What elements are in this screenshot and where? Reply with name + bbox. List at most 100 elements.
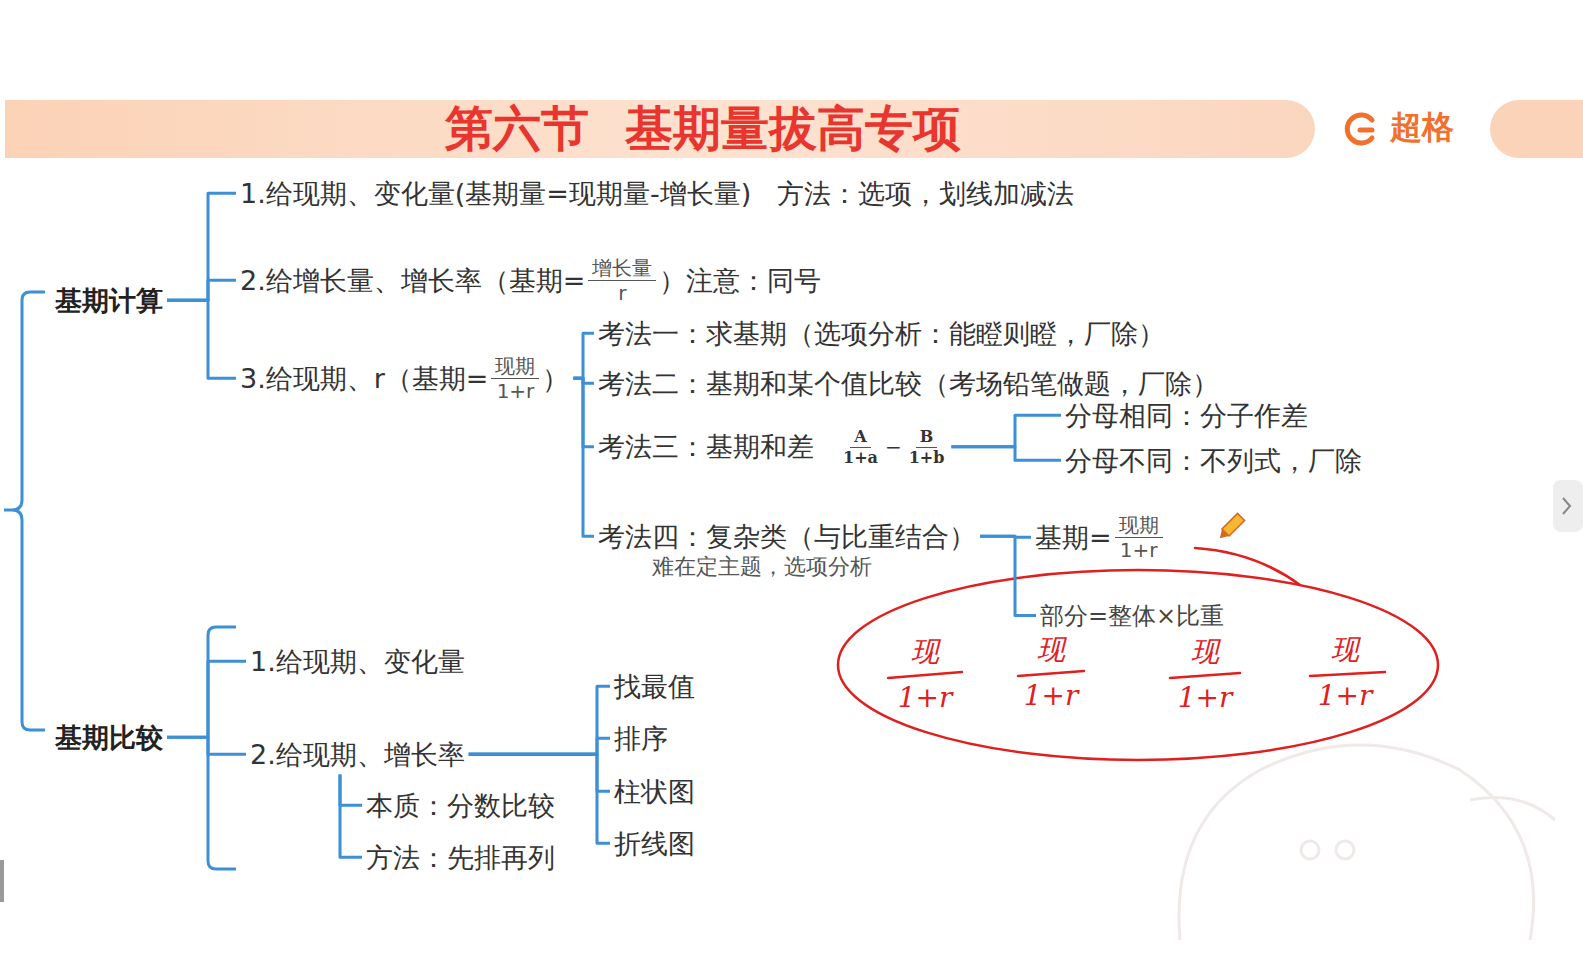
mindmap-node: 基期比较: [55, 719, 163, 754]
numerator: A: [850, 428, 870, 448]
node-text: 找最值: [614, 671, 695, 702]
node-text: 1.给现期、变化量: [250, 646, 465, 677]
fraction-bar: [1170, 673, 1240, 678]
node-text: 基期计算: [55, 285, 163, 316]
mindmap-node: 方法：先排再列: [366, 839, 555, 874]
bracket-connector: [167, 300, 236, 378]
mindmap-node: 考法二：基期和某个值比较（考场铅笔做题，厂除）: [598, 365, 1219, 400]
watermark-body: [1179, 745, 1534, 940]
mindmap-node: 2.给增长量、增长率（基期=增长量r）注意：同号: [240, 257, 821, 304]
mindmap-node: 1.给现期、变化量(基期量=现期量-增长量)方法：选项，划线加减法: [240, 175, 1074, 210]
mindmap-node: 2.给现期、增长率: [250, 736, 465, 771]
mindmap-node: 分母相同：分子作差: [1065, 397, 1308, 432]
bracket-connector: [167, 280, 236, 300]
mindmap-node: 部分=整体×比重: [1040, 599, 1224, 631]
bracket-connector: [951, 415, 1061, 447]
node-text: ）注意：同号: [659, 265, 821, 296]
node-text: 柱状图: [614, 776, 695, 807]
side-tab: [0, 480, 1583, 902]
node-text: 方法：选项，划线加减法: [777, 178, 1074, 209]
mindmap-node: 排序: [614, 720, 668, 755]
mindmap-node: 1.给现期、变化量: [250, 643, 465, 678]
node-text: 基期比较: [55, 722, 163, 753]
watermark-wing: [1470, 798, 1555, 821]
node-text: 折线图: [614, 828, 695, 859]
watermark-eye: [1301, 841, 1319, 859]
node-text: 分母相同：分子作差: [1065, 400, 1308, 431]
fraction-bar: [1310, 672, 1385, 676]
bracket-connector: [469, 754, 610, 791]
numerator: B: [916, 428, 938, 448]
handwritten-note: 1+r: [1318, 679, 1373, 712]
fraction-bar: [888, 672, 962, 678]
handwritten-note: 现: [911, 633, 939, 671]
brand-logo: 超格: [1390, 106, 1454, 150]
bracket-connector: [340, 774, 362, 857]
mindmap-node: 本质：分数比较: [366, 787, 555, 822]
node-text: 方法：先排再列: [366, 842, 555, 873]
bracket-connector: [980, 536, 1036, 615]
operator: −: [885, 435, 902, 459]
handwritten-note: 1+r: [898, 681, 953, 714]
fraction: 现期1+r: [1115, 514, 1163, 561]
denominator: r: [618, 281, 626, 304]
node-text: 考法四：复杂类（与比重结合）: [598, 521, 976, 552]
mindmap-node: 柱状图: [614, 773, 695, 808]
denominator: 1+r: [1120, 538, 1158, 561]
node-text: 部分=整体×比重: [1040, 602, 1224, 630]
mindmap-node: 3.给现期、r（基期=现期1+r）: [240, 355, 569, 402]
fraction: B1+b: [909, 428, 945, 466]
node-text: 2.给增长量、增长率（基期=: [240, 265, 585, 296]
logo-g: [1347, 115, 1372, 143]
denominator: 1+b: [909, 448, 945, 467]
numerator: 增长量: [588, 257, 656, 281]
mindmap-node: 考法一：求基期（选项分析：能瞪则瞪，厂除）: [598, 315, 1165, 350]
node-text: 2.给现期、增长率: [250, 739, 465, 770]
handwritten-note: 现: [1331, 631, 1359, 669]
mindmap-node: 找最值: [614, 668, 695, 703]
bracket-connector: [951, 447, 1061, 460]
logo-icon: [1347, 115, 1372, 143]
mindmap-node: 考法三：基期和差 A1+a−B1+b: [598, 428, 947, 466]
red-stroke: [1195, 548, 1300, 585]
node-text: 分母不同：不列式，厂除: [1065, 445, 1362, 476]
handwriting: [838, 548, 1438, 760]
handwritten-note: 1+r: [1024, 679, 1079, 712]
denominator: 1+r: [497, 379, 535, 402]
node-text: 3.给现期、r（基期=: [240, 363, 488, 394]
handwritten-note: 1+r: [1178, 681, 1233, 714]
fraction: 增长量r: [588, 257, 656, 304]
fraction-bar: [1018, 671, 1084, 676]
pencil-icon: [1216, 513, 1244, 541]
bracket-connector: [469, 738, 610, 754]
root-bracket: [4, 292, 45, 730]
fraction: 现期1+r: [491, 355, 539, 402]
handwritten-note: 现: [1191, 633, 1219, 671]
bracket-connector: [167, 737, 246, 754]
node-text: 考法三：基期和差: [598, 431, 814, 462]
mindmap-node: 分母不同：不列式，厂除: [1065, 442, 1362, 477]
bracket: [208, 627, 236, 869]
title-band-end: [1490, 100, 1583, 158]
bracket-connector: [167, 661, 246, 737]
bracket-connector: [573, 378, 594, 536]
title-band: 第六节 基期量拔高专项: [5, 100, 1315, 158]
bracket-connector: [469, 686, 610, 754]
mindmap-node: 基期=现期1+r: [1035, 514, 1166, 561]
red-ellipse: [838, 570, 1438, 760]
node-text: 考法一：求基期（选项分析：能瞪则瞪，厂除）: [598, 318, 1165, 349]
node-text: 排序: [614, 723, 668, 754]
numerator: 现期: [1115, 514, 1163, 538]
watermark-eye: [1336, 841, 1354, 859]
node-text: ）: [542, 363, 569, 394]
bracket-connector: [573, 333, 594, 378]
fraction: A1+a: [843, 428, 878, 466]
bracket-connector: [167, 193, 236, 300]
numerator: 现期: [491, 355, 539, 379]
mindmap-node: 基期计算: [55, 282, 163, 317]
node-note: 难在定主题，选项分析: [652, 553, 976, 582]
node-text: 考法二：基期和某个值比较（考场铅笔做题，厂除）: [598, 368, 1219, 399]
node-text: 基期=: [1035, 522, 1112, 553]
